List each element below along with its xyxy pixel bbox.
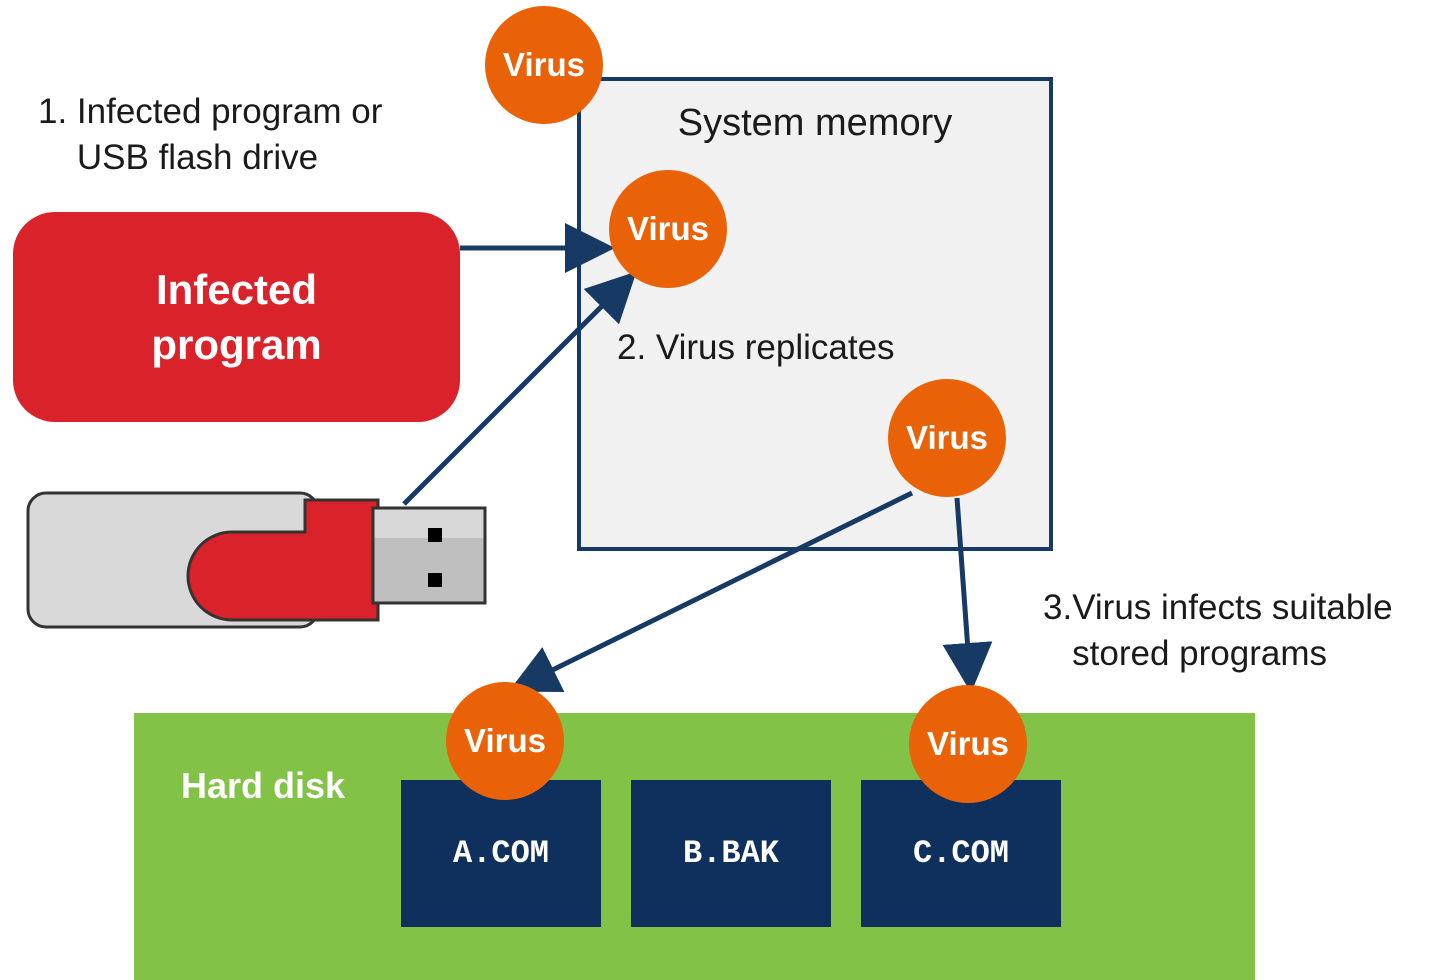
file-b-bak: B.BAK bbox=[631, 780, 831, 927]
arrow-usb-to-memory bbox=[402, 271, 637, 506]
hard-disk-label: Hard disk bbox=[181, 765, 346, 806]
virus-label: Virus bbox=[464, 722, 546, 759]
virus-badge-memory-corner: Virus bbox=[485, 6, 603, 124]
file-c-com: C.COM bbox=[861, 780, 1061, 927]
virus-label: Virus bbox=[503, 46, 585, 83]
virus-badge-c-com: Virus bbox=[909, 685, 1027, 803]
file-b-bak-label: B.BAK bbox=[682, 835, 779, 872]
virus-label: Virus bbox=[927, 725, 1009, 762]
virus-label: Virus bbox=[906, 419, 988, 456]
file-a-com: A.COM bbox=[401, 780, 601, 927]
virus-label: Virus bbox=[627, 210, 709, 247]
arrow-memory-to-a-com bbox=[508, 490, 914, 692]
system-memory-title: System memory bbox=[677, 102, 953, 144]
step-2-label: 2. Virus replicates bbox=[617, 328, 895, 367]
step-3-label: 3.Virus infects suitable stored programs bbox=[1043, 588, 1393, 673]
usb-drive-icon bbox=[26, 491, 487, 629]
step-1-label: 1. Infected program or USB flash drive bbox=[38, 92, 383, 177]
file-a-com-label: A.COM bbox=[452, 835, 549, 872]
virus-badge-a-com: Virus bbox=[446, 682, 564, 800]
infected-program-label: Infected program bbox=[151, 266, 322, 368]
virus-badge-memory-incoming: Virus bbox=[609, 170, 727, 288]
infected-program-box: Infected program bbox=[13, 212, 460, 422]
virus-badge-memory-replicated: Virus bbox=[888, 379, 1006, 497]
arrow-memory-to-c-com bbox=[942, 497, 993, 693]
file-c-com-label: C.COM bbox=[912, 835, 1009, 872]
arrows bbox=[402, 223, 993, 693]
